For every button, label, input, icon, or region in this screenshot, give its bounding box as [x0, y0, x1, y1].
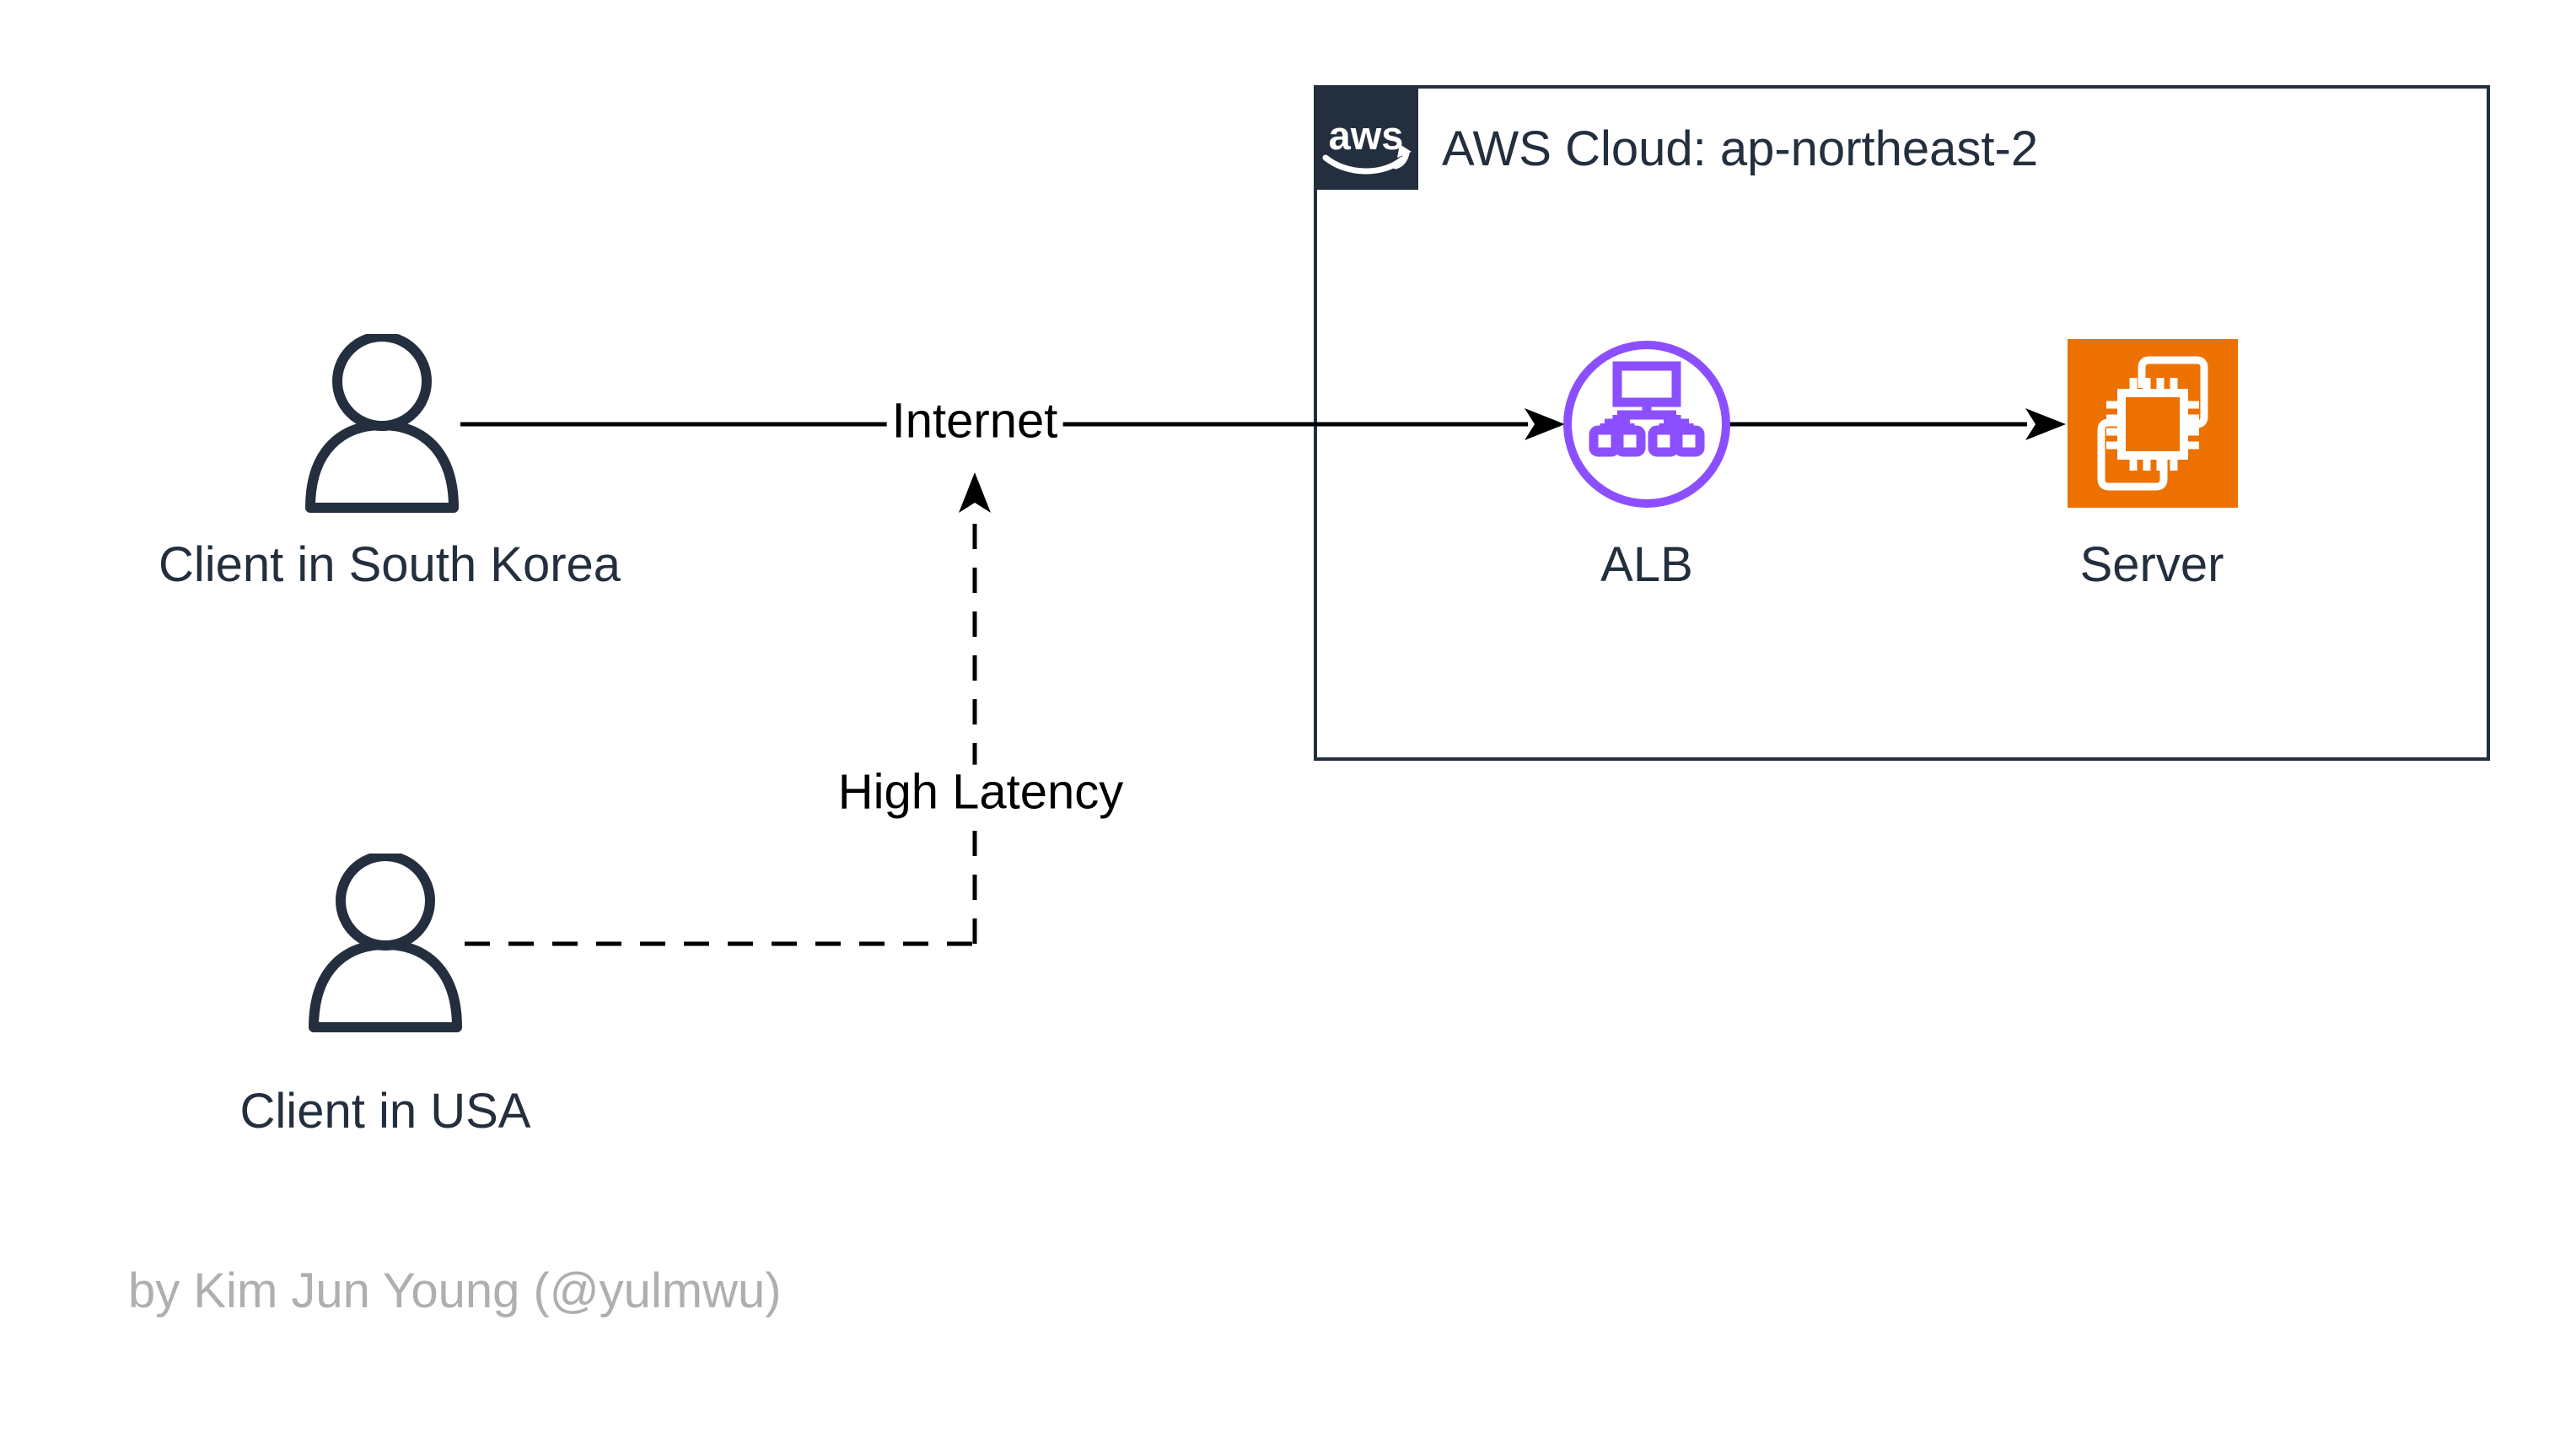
- person-icon: [305, 334, 459, 513]
- aws-smile-logo-icon: aws: [1322, 113, 1412, 175]
- server-label: Server: [2079, 537, 2224, 592]
- aws-logo-badge: aws: [1314, 85, 1418, 190]
- client-kr-label: Client in South Korea: [158, 537, 621, 592]
- load-balancer-icon: [1563, 341, 1730, 508]
- high-latency-edge-label: High Latency: [832, 764, 1129, 821]
- internet-edge-label: Internet: [886, 393, 1063, 450]
- attribution-text: by Kim Jun Young (@yulmwu): [128, 1263, 782, 1318]
- arrowhead-to-server: [2025, 408, 2066, 440]
- person-icon: [309, 854, 462, 1032]
- arrowhead-to-alb: [1525, 408, 1565, 440]
- client-us-label: Client in USA: [239, 1084, 531, 1139]
- alb-label: ALB: [1600, 537, 1693, 592]
- cloud-region-title: AWS Cloud: ap-northeast-2: [1442, 121, 2039, 176]
- server-chip-icon: [2068, 339, 2238, 508]
- aws-logo-text: aws: [1329, 113, 1404, 158]
- arrowhead-to-internet: [959, 472, 991, 513]
